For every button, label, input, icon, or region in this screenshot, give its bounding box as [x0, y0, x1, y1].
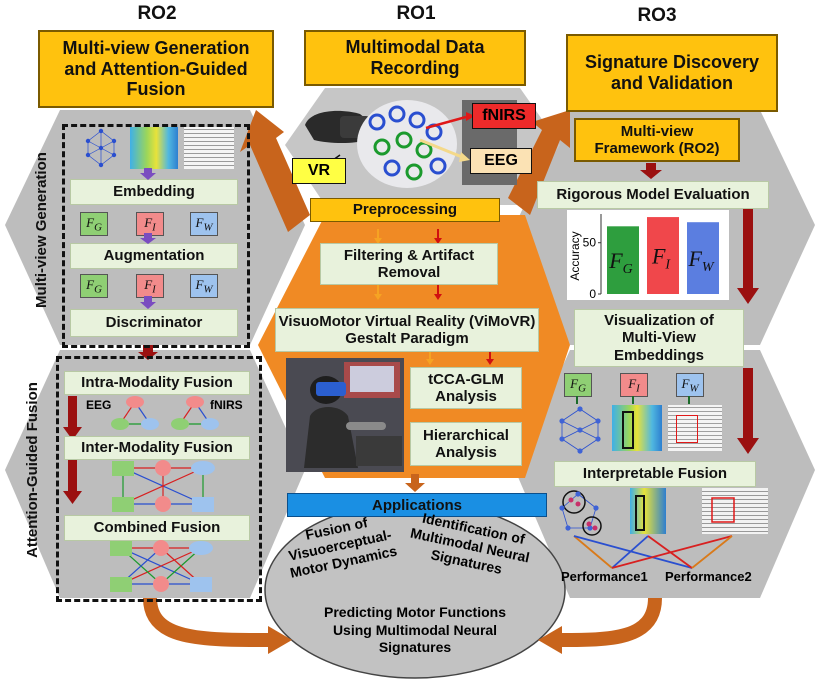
- accuracy-y-tick-label: 50: [583, 236, 597, 250]
- augmentation-box: Augmentation: [70, 243, 238, 269]
- visualization-box: Visualization of Multi-View Embeddings: [574, 309, 744, 367]
- eeg-small-label: EEG: [86, 398, 112, 412]
- hierarchical-box: Hierarchical Analysis: [410, 422, 522, 466]
- accuracy-y-label: Accuracy: [568, 231, 582, 280]
- attention-fusion-frame: [56, 356, 262, 602]
- cube-fw-2: FW: [190, 274, 218, 298]
- ro3-tag: RO3: [637, 5, 677, 26]
- arrow-to-applications: [405, 474, 425, 492]
- applications-title: Applications: [287, 493, 547, 517]
- ro2-tag: RO2: [137, 3, 177, 24]
- cube-fi-1: FI: [136, 212, 164, 236]
- cube-fg-2: FG: [80, 274, 108, 298]
- ro2-title: Multi-view Generation and Attention-Guid…: [38, 30, 274, 108]
- multiview-generation-frame: [62, 124, 250, 348]
- performance1-label: Performance1: [561, 569, 648, 584]
- inter-modality-box: Inter-Modality Fusion: [64, 436, 250, 460]
- accuracy-bar: [647, 217, 679, 294]
- combined-fusion-graph: [110, 540, 213, 592]
- arrow-ro3-vis: [737, 438, 759, 454]
- graph-thumbnail: [85, 128, 117, 168]
- cube-fi-2: FI: [136, 274, 164, 298]
- multiview-framework-box: Multi-view Framework (RO2): [574, 118, 740, 162]
- ro1-title: Multimodal Data Recording: [304, 30, 526, 86]
- vr-participant-photo: [286, 358, 404, 472]
- accuracy-y-tick-label: 0: [589, 287, 596, 300]
- fnirs-small-label: fNIRS: [210, 398, 243, 412]
- intra-modality-box: Intra-Modality Fusion: [64, 371, 250, 395]
- ro3-graph-embedding: [559, 406, 601, 454]
- paradigm-box: VisuoMotor Virtual Reality (ViMoVR) Gest…: [275, 308, 539, 352]
- vr-label: VR: [292, 158, 346, 184]
- arrow-bottom-right: [559, 597, 662, 647]
- ro3-title: Signature Discovery and Validation: [566, 34, 778, 112]
- inter-fusion-graph: [112, 460, 215, 512]
- model-evaluation-box: Rigorous Model Evaluation: [537, 181, 769, 209]
- arrow-bottom-left: [143, 597, 271, 647]
- accuracy-bar: [687, 222, 719, 294]
- cube-fw-ro3: FW: [676, 373, 704, 397]
- application-item-3: Predicting Motor Functions Using Multimo…: [324, 604, 506, 655]
- accuracy-bar: [607, 226, 639, 294]
- ro3-signal-embedding: [668, 405, 722, 451]
- cube-fg-ro3: FG: [564, 373, 592, 397]
- embedding-box: Embedding: [70, 179, 238, 205]
- heatmap-thumbnail: [130, 127, 178, 169]
- intra-fusion-graph: [111, 396, 219, 430]
- interpretable-fusion-visual: [559, 488, 768, 569]
- preprocessing-box: Preprocessing: [310, 198, 500, 222]
- arrow-ro1-to-ro2: [240, 110, 310, 232]
- performance2-label: Performance2: [665, 569, 752, 584]
- ro1-tag: RO1: [396, 3, 436, 24]
- arrow-ro3-eval: [737, 288, 759, 304]
- cube-fg-1: FG: [80, 212, 108, 236]
- arrow-ro1-to-ro3: [508, 110, 570, 215]
- arrow-ro2-mid: [138, 345, 158, 360]
- eeg-label: EEG: [470, 148, 532, 174]
- fnirs-label: fNIRS: [472, 103, 536, 129]
- filtering-box: Filtering & Artifact Removal: [320, 243, 498, 285]
- cube-fi-ro3: FI: [620, 373, 648, 397]
- combined-fusion-box: Combined Fusion: [64, 515, 250, 541]
- arrow-ro3-framework: [640, 163, 662, 179]
- signal-thumbnail: [184, 127, 234, 169]
- eeg-cap-photo: [352, 92, 462, 188]
- discriminator-box: Discriminator: [70, 309, 238, 337]
- ro3-heatmap-embedding: [612, 405, 662, 451]
- tcca-glm-box: tCCA-GLM Analysis: [410, 367, 522, 409]
- interpretable-fusion-box: Interpretable Fusion: [554, 461, 756, 487]
- cube-fw-1: FW: [190, 212, 218, 236]
